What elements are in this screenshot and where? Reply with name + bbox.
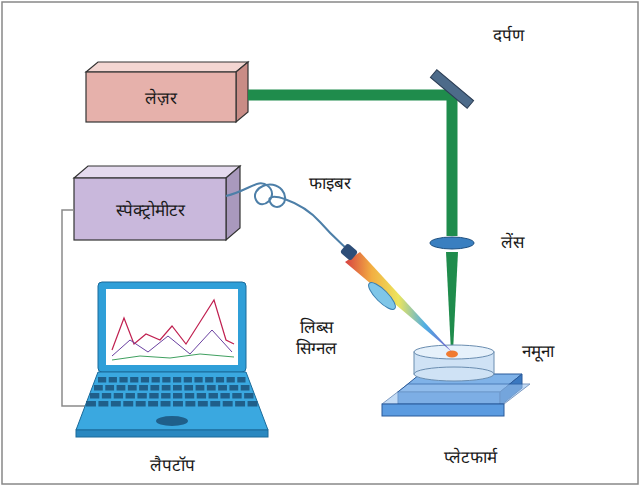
keyboard-key [173, 377, 181, 383]
mirror-label: दर्पण [493, 25, 524, 46]
keyboard-key [235, 401, 245, 407]
keyboard-key [227, 377, 235, 383]
libs-signal-label: लिब्स सिग्नल [281, 317, 351, 360]
keyboard-key [232, 393, 241, 399]
keyboard-key [126, 393, 135, 399]
keyboard-key [152, 377, 160, 383]
keyboard-key [216, 377, 224, 383]
box-label: लेज़र [145, 86, 177, 109]
keyboard-key [184, 377, 192, 383]
keyboard-key [94, 385, 103, 391]
keyboard-key [148, 401, 158, 407]
keyboard-key [102, 393, 111, 399]
keyboard-key [161, 401, 171, 407]
keyboard-key [98, 377, 106, 383]
keyboard-key [229, 385, 238, 391]
keyboard-key [185, 401, 195, 407]
lens-label: लेंस [501, 232, 524, 253]
keyboard-key [241, 385, 250, 391]
keyboard-key [237, 377, 245, 383]
keyboard-key [207, 385, 216, 391]
keyboard-key [205, 377, 213, 383]
keyboard-key [98, 401, 108, 407]
keyboard-key [185, 393, 194, 399]
keyboard-key [123, 401, 133, 407]
keyboard-key [150, 385, 159, 391]
keyboard-key [196, 385, 205, 391]
keyboard-key [209, 393, 218, 399]
spectrometer-box: स्पेक्ट्रोमीटर [74, 178, 226, 240]
keyboard-key [139, 385, 148, 391]
keyboard-key [117, 385, 126, 391]
keyboard-key [162, 385, 171, 391]
keyboard-key [136, 401, 146, 407]
laser-box: लेज़र [86, 72, 236, 122]
keyboard-key [105, 385, 114, 391]
keyboard-key [223, 401, 233, 407]
keyboard-key [162, 377, 170, 383]
keyboard-key [149, 393, 158, 399]
keyboard-key [109, 377, 117, 383]
keyboard-key [218, 385, 227, 391]
keyboard-key [128, 385, 137, 391]
platform-label: प्लेटफार्म [444, 447, 497, 468]
keyboard-key [111, 401, 121, 407]
keyboard-key [173, 393, 182, 399]
keyboard-key [173, 385, 182, 391]
keyboard-key [137, 393, 146, 399]
keyboard-key [119, 377, 127, 383]
keyboard-key [141, 377, 149, 383]
keyboard-key [244, 393, 253, 399]
keyboard-key [114, 393, 123, 399]
keyboard-key [197, 393, 206, 399]
keyboard-key [86, 401, 96, 407]
box-label: स्पेक्ट्रोमीटर [116, 198, 185, 221]
keyboard-key [210, 401, 220, 407]
keyboard-key [184, 385, 193, 391]
keyboard-key [173, 401, 183, 407]
fiber-label: फाइबर [309, 173, 351, 194]
keyboard-key [198, 401, 208, 407]
keyboard-key [194, 377, 202, 383]
keyboard-key [248, 401, 258, 407]
keyboard-key [130, 377, 138, 383]
sample-label: नमूना [522, 341, 554, 362]
keyboard-key [90, 393, 99, 399]
keyboard-key [220, 393, 229, 399]
keyboard-key [161, 393, 170, 399]
laptop-label: लैपटॉप [150, 455, 195, 476]
